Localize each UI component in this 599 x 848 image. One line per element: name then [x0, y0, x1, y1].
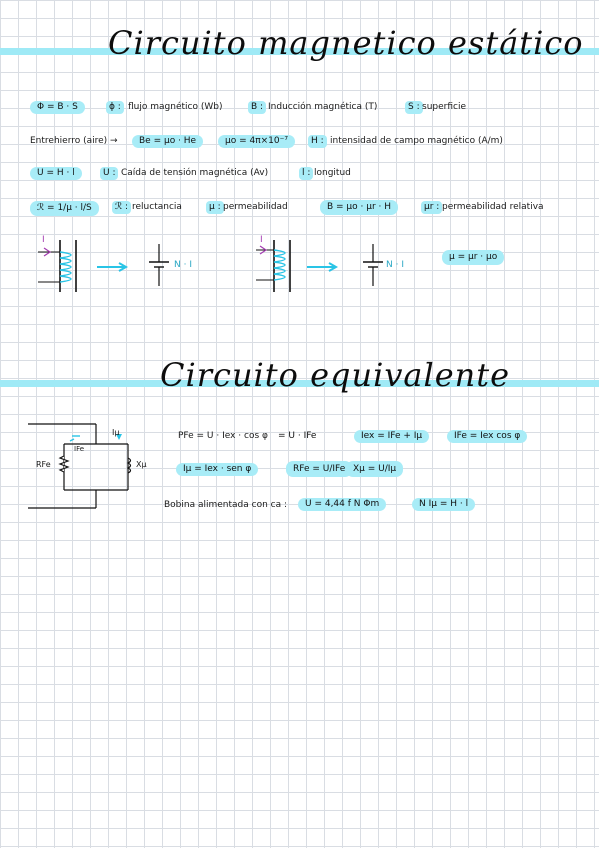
iex-equation: Iex = IFe + Iμ: [354, 430, 430, 443]
u-444-equation: U = 4,44 f N Φm: [298, 498, 387, 511]
l-definition: longitud: [314, 168, 351, 178]
reluctance-definition: reluctancia: [132, 202, 182, 212]
rfe-equation: RFe = U/IFe: [286, 461, 353, 477]
s-definition: superficie: [422, 102, 466, 112]
i-fe-label: IFe: [74, 445, 85, 453]
flux-definition: flujo magnético (Wb): [128, 102, 223, 112]
mu-relation-equation: μ = μr · μo: [442, 250, 505, 265]
flux-equation: Φ = B · S: [30, 101, 85, 114]
b-mu-h-equation: B = μo · μr · H: [320, 200, 399, 215]
u-definition: Caída de tensión magnética (Av): [121, 168, 269, 178]
flux-symbol: ϕ :: [106, 101, 124, 114]
arrow-icon: [97, 262, 129, 272]
pfe-equation-tail: = U · IFe: [278, 431, 317, 441]
xmu-equation: Xμ = U/Iμ: [346, 461, 404, 477]
equivalent-circuit-diagram: [28, 423, 132, 509]
bobina-label: Bobina alimentada con ca :: [164, 500, 288, 510]
reluctance-symbol: ℛ :: [112, 201, 132, 214]
entrehierro-label: Entrehierro (aire) →: [30, 136, 118, 146]
u-equation: U = H · l: [30, 167, 82, 180]
reluctance-equation: ℛ = 1/μ · l/S: [30, 201, 99, 216]
title-highlight-band: [0, 48, 599, 55]
x-mu-label: Xμ: [136, 460, 147, 469]
current-label-2: I: [260, 235, 263, 245]
coil-diagram-1: [38, 240, 77, 292]
u-symbol: U :: [100, 167, 119, 180]
section-title-magnetic: Circuito magnetico estático: [108, 24, 584, 62]
mur-symbol: μr :: [421, 201, 443, 214]
mu-definition: permeabilidad: [223, 202, 288, 212]
source-label-1: N · I: [174, 260, 192, 270]
ife-equation: IFe = Iex cos φ: [447, 430, 528, 443]
h-symbol: H :: [308, 135, 327, 148]
mu0-equation: μo = 4π×10⁻⁷: [218, 135, 295, 148]
pfe-equation: PFe = U · Iex · cos φ: [178, 431, 268, 441]
current-label-1: I: [42, 235, 45, 245]
battery-symbol-2: [363, 244, 383, 286]
b-symbol: B :: [248, 101, 267, 114]
source-label-2: N · I: [386, 260, 404, 270]
mur-definition: permeabilidad relativa: [442, 202, 544, 212]
imu-equation: Iμ = Iex · sen φ: [176, 463, 259, 476]
b-definition: Inducción magnética (T): [268, 102, 378, 112]
mu-symbol: μ :: [206, 201, 224, 214]
title-highlight-band: [0, 380, 599, 387]
i-mu-label: Iμ: [112, 428, 120, 437]
s-symbol: S :: [405, 101, 423, 114]
h-definition: intensidad de campo magnético (A/m): [330, 136, 503, 146]
r-fe-label: RFe: [36, 460, 51, 469]
l-symbol: l :: [299, 167, 314, 180]
battery-symbol-1: [149, 244, 169, 286]
be-equation: Be = μo · He: [132, 135, 204, 148]
ni-equation: N Iμ = H · l: [412, 498, 476, 511]
section-title-equivalent: Circuito equivalente: [160, 356, 511, 394]
coil-diagram-2: [256, 240, 291, 292]
arrow-icon: [307, 262, 339, 272]
